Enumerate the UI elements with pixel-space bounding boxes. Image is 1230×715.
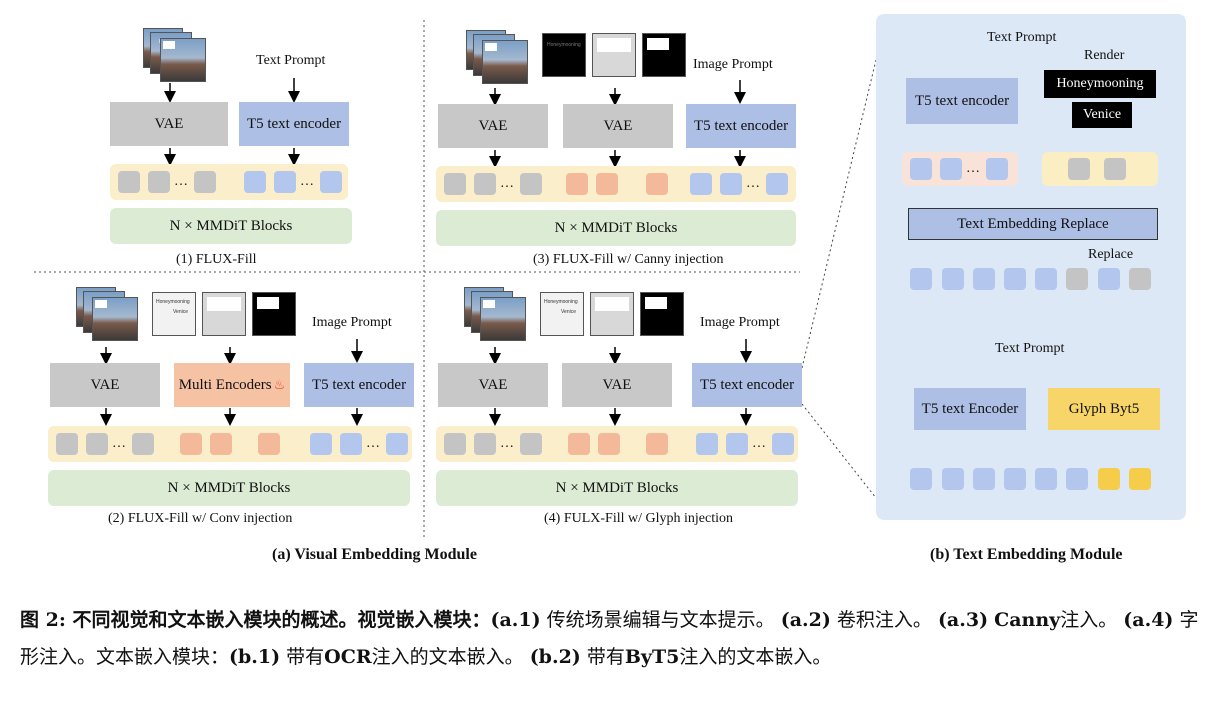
caption-part: 带有 [580,646,625,668]
multi-encoders-block: Multi Encoders ♨ [174,363,290,407]
caption-part: 注入的文本嵌入。 [679,646,832,668]
caption-part: 字形注入。文本嵌入模块： [20,609,1199,668]
caption-ref: (a.2) [780,609,831,631]
subfigure-caption-a: (a) Visual Embedding Module [272,546,477,563]
token [118,171,140,193]
caption-part: ByT5 [624,646,680,668]
text-prompt-label: Text Prompt [995,341,1065,356]
caption-part: OCR [324,646,372,668]
caption-ref: (b.2) [529,646,581,668]
token [194,171,216,193]
caption-ref: (a.4) [1123,609,1174,631]
image-prompt-label: Image Prompt [693,57,773,72]
caption-ref: (a.3) [937,609,989,631]
caption-part: Canny [994,609,1061,631]
thumb-text: Venice [173,309,189,315]
caption-part: 注入的文本嵌入。 [371,646,530,668]
mask-image [590,292,634,336]
flame-icon: ♨ [273,377,286,392]
glyph-byt5-block: Glyph Byt5 [1048,388,1160,430]
t5-encoder-block: T5 text encoder [304,363,414,407]
token-row: … … [110,164,348,200]
rendered-word-box: Venice [1072,102,1132,128]
canny-image: Honeymooning [542,33,586,77]
figure-caption: 图 2: 不同视觉和文本嵌入模块的概述。视觉嵌入模块：(a.1) 传统场景编辑与… [20,602,1210,676]
token-row: … … [436,166,796,202]
text-prompt-label: Text Prompt [256,53,326,68]
panel-caption: (1) FLUX-Fill [176,252,257,267]
masked-image [252,292,296,336]
t5-encoder-block: T5 text Encoder [914,388,1026,430]
thumb-text: Honeymooning [547,42,581,48]
image-prompt-label: Image Prompt [700,315,780,330]
caption-ref: (b.1) [229,646,281,668]
token [148,171,170,193]
rendered-word-box: Honeymooning [1044,70,1156,98]
caption-part: 卷积注入。 [830,609,938,631]
render-label: Render [1084,48,1125,63]
vae-block: VAE [563,104,673,148]
token-row: … … [48,426,412,462]
replace-label: Replace [1088,247,1134,262]
mask-image [592,33,636,77]
vae-block: VAE [438,363,548,407]
panel-caption: (3) FLUX-Fill w/ Canny injection [533,252,724,267]
output-token-row [910,468,1170,494]
t5-encoder-block: T5 text encoder [686,104,796,148]
panel-caption: (2) FLUX-Fill w/ Conv injection [108,511,293,526]
caption-part: 注入。 [1060,609,1124,631]
image-prompt-label: Image Prompt [312,315,392,330]
input-image [92,297,138,341]
thumb-text: Honeymooning [156,299,190,305]
thumb-text: Venice [561,309,577,315]
vae-block: VAE [110,102,228,146]
multi-encoders-label: Multi Encoders [178,376,272,393]
input-image-front [482,40,528,84]
t5-encoder-block: T5 text encoder [692,363,802,407]
token-row: … … [436,426,798,462]
token-group: … [902,152,1018,186]
mmdit-blocks: N × MMDiT Blocks [48,470,410,506]
masked-image [640,292,684,336]
glyph-image: Honeymooning Venice [152,292,196,336]
caption-part: 传统场景编辑与文本提示。 [540,609,781,631]
mmdit-blocks: N × MMDiT Blocks [110,208,352,244]
mask-image [202,292,246,336]
glyph-image: Honeymooning Venice [540,292,584,336]
mmdit-blocks: N × MMDiT Blocks [436,210,796,246]
input-image [480,297,526,341]
subfigure-caption-b: (b) Text Embedding Module [930,546,1123,563]
token [244,171,266,193]
t5-encoder-block: T5 text encoder [239,102,349,146]
text-prompt-label: Text Prompt [987,30,1057,45]
token-group [1042,152,1158,186]
caption-ref: (a.1) [490,609,541,631]
panel-caption: (4) FULX-Fill w/ Glyph injection [544,511,733,526]
vae-block: VAE [562,363,672,407]
text-embedding-replace-box: Text Embedding Replace [908,208,1158,240]
token [274,171,296,193]
token [320,171,342,193]
vae-block: VAE [438,104,548,148]
output-token-row [910,268,1170,294]
input-image-front [160,38,206,82]
thumb-text: Honeymooning [544,299,578,305]
vae-block: VAE [50,363,160,407]
mmdit-blocks: N × MMDiT Blocks [436,470,798,506]
caption-part: 图 2: 不同视觉和文本嵌入模块的概述。视觉嵌入模块： [20,609,491,631]
t5-encoder-block: T5 text encoder [906,78,1018,124]
masked-image [642,33,686,77]
caption-part: 带有 [280,646,325,668]
